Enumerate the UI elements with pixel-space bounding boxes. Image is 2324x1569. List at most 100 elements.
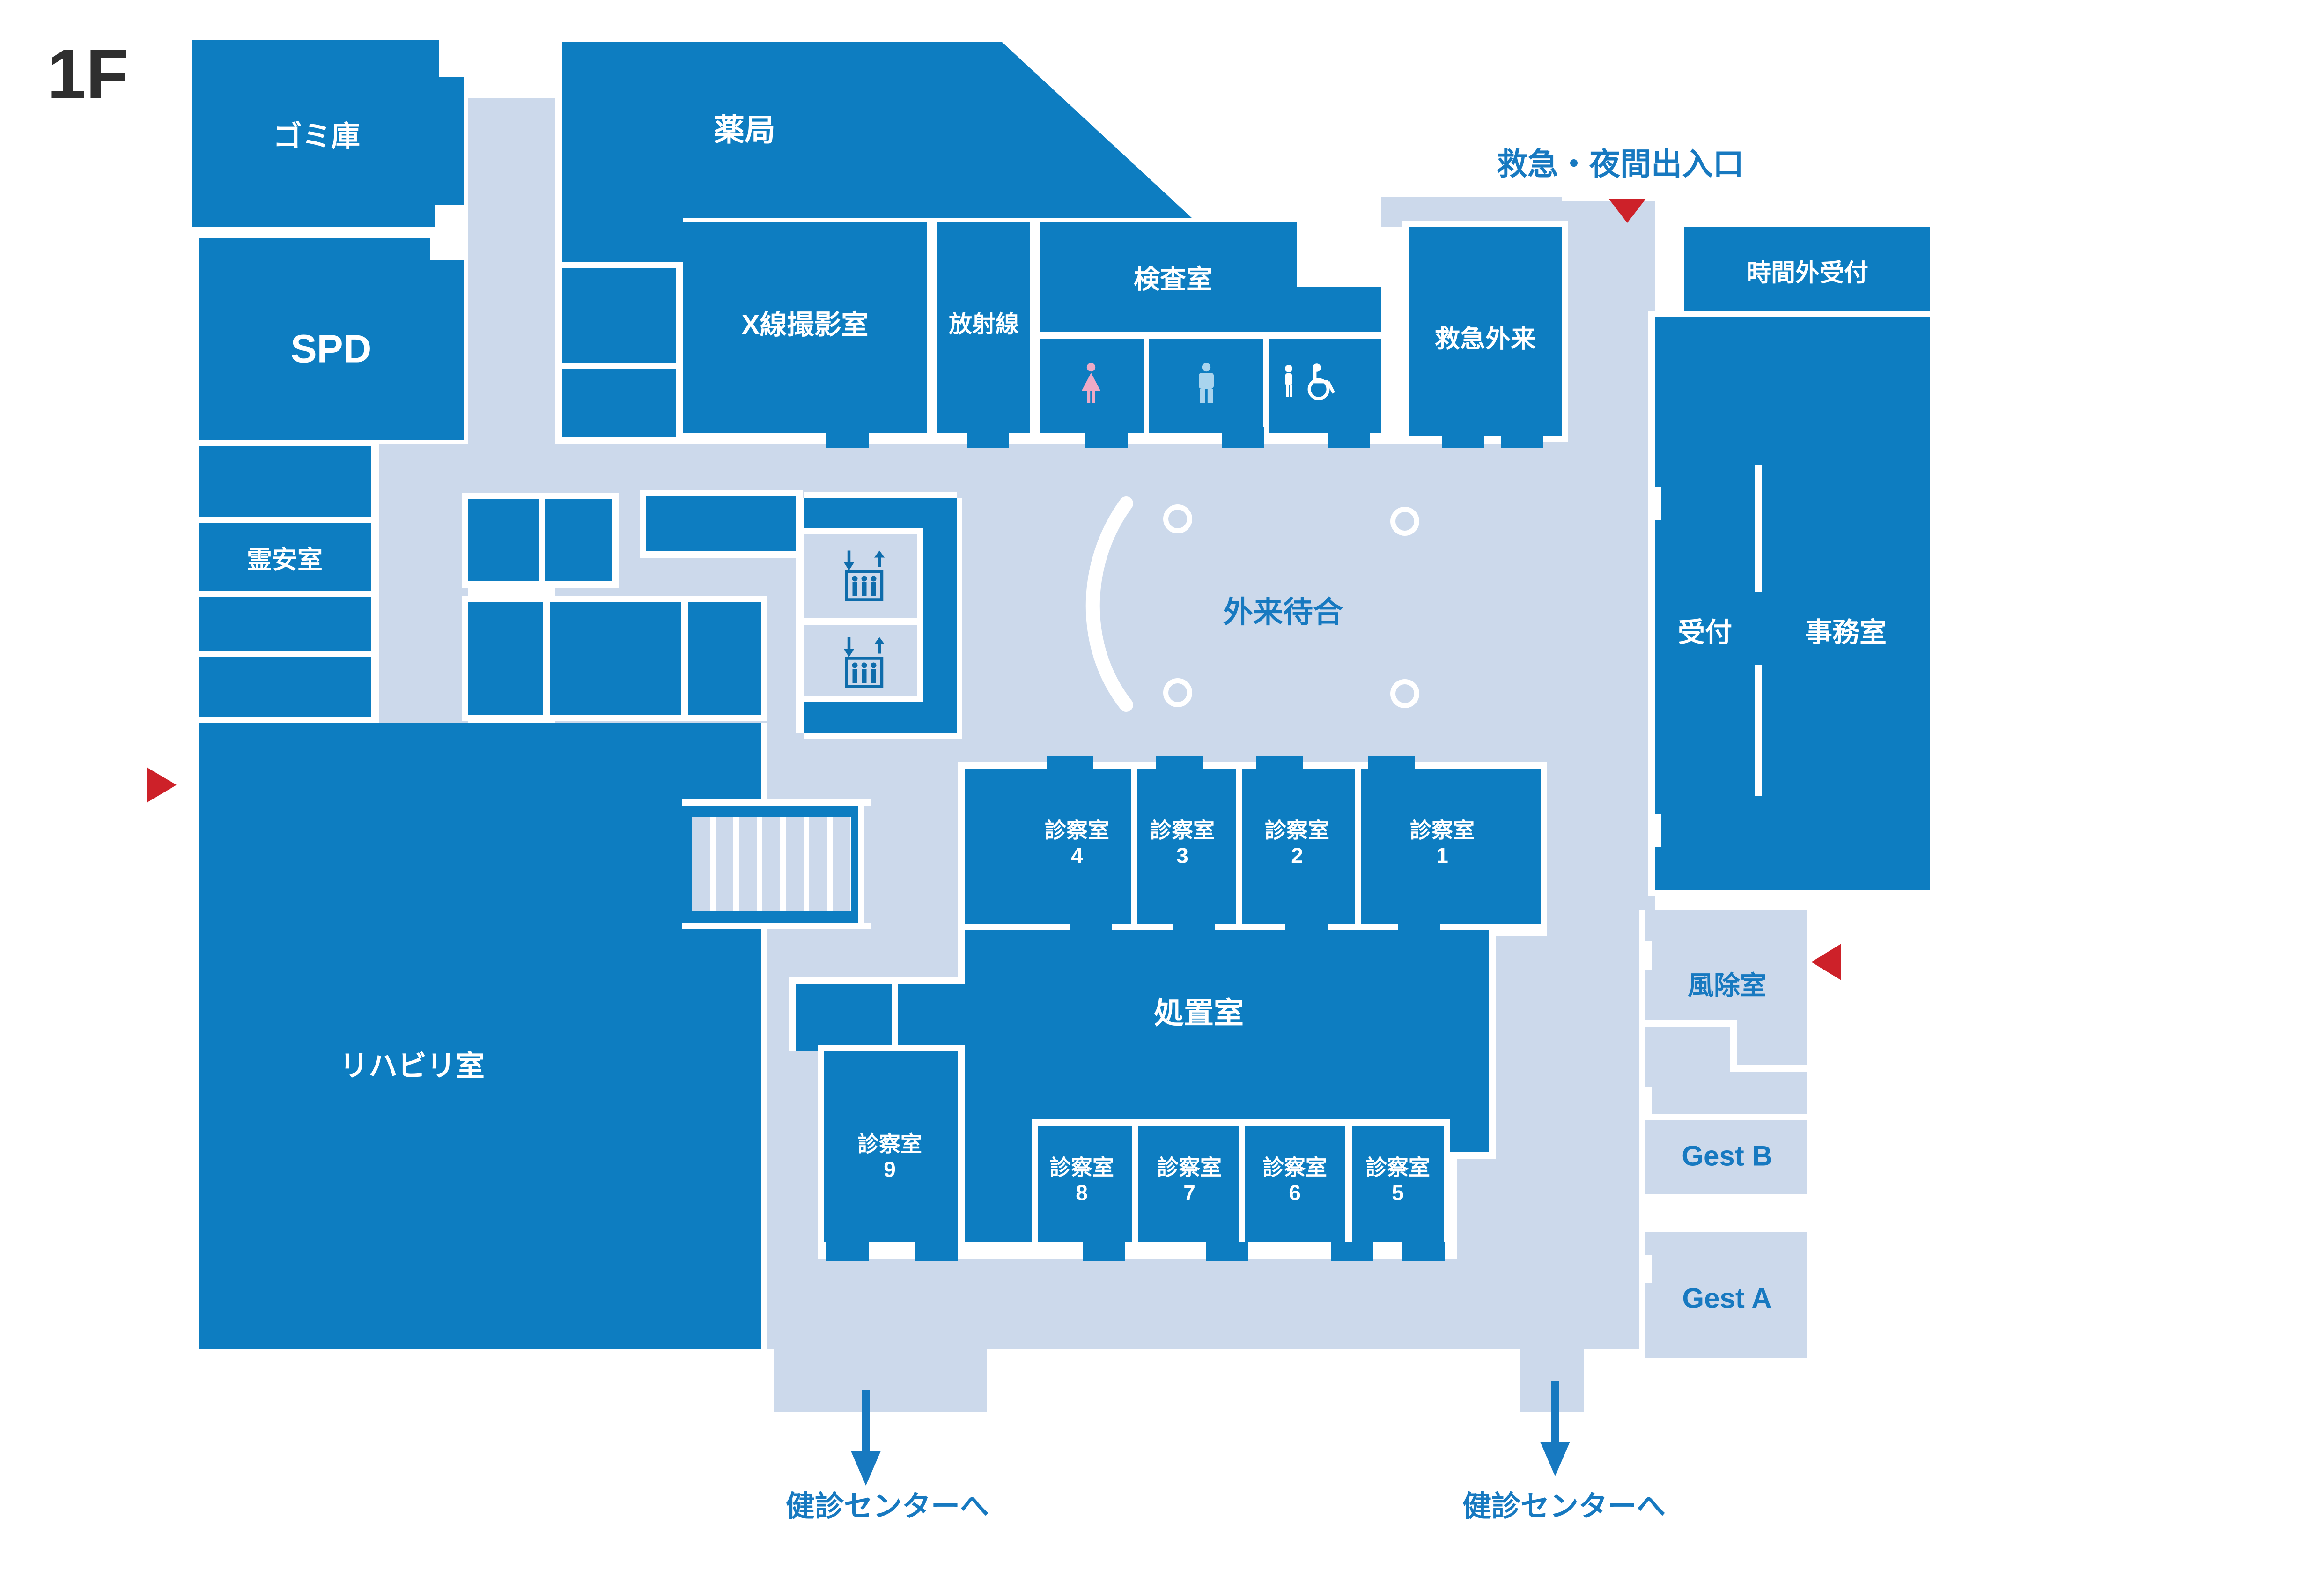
door-consult-4 [1047,756,1093,777]
wall [789,984,796,1051]
door-consult-7 [1206,1242,1248,1261]
door-consult-2b [1285,920,1328,934]
exit-arrow-right [1551,1381,1559,1443]
room-unlabeled-h [468,602,761,715]
corridor-right-of-treatment [1489,930,1541,1259]
label-gest-a: Gest A [1682,1282,1772,1314]
floor-title: 1F [47,35,129,113]
room-reception-office [1655,317,1930,890]
label-spd: SPD [290,326,372,371]
corridor-above-emergency [1381,197,1562,227]
wall-notch [1648,814,1661,847]
wall [957,498,962,739]
pillar-marker [1163,678,1192,707]
door-consult-2 [1256,756,1303,777]
label-mortuary: 霊安室 [247,546,323,574]
door-consult-3 [1156,756,1203,777]
label-gest-b: Gest B [1682,1140,1772,1172]
room-pharmacy-main [683,42,1002,218]
label-outpatient-waiting: 外来待合 [1223,595,1343,629]
wall [796,498,804,733]
consult-num: 6 [1289,1181,1301,1205]
exit-arrow-right-head [1540,1442,1570,1476]
wall [1730,1020,1737,1072]
door-toilet-male [1222,427,1264,448]
consult-word: 診察室 [1045,818,1109,843]
label-office: 事務室 [1805,617,1887,648]
wall [1489,936,1496,1159]
wall-notch [430,238,464,260]
door-consult-1b [1398,920,1440,934]
pillar-marker [1390,679,1419,708]
wall [1755,465,1762,592]
consult-num: 9 [884,1157,896,1182]
consult-num: 1 [1436,844,1448,868]
wall [1138,1119,1239,1126]
door-emergency-outpatient [1442,427,1484,448]
room-consult-9 [824,1051,958,1242]
consult-word: 診察室 [1262,1155,1327,1180]
consult-word: 診察室 [1265,818,1329,843]
wall [965,924,1541,930]
consult-word: 診察室 [1410,818,1475,843]
consult-word: 診察室 [1157,1155,1222,1180]
pillar-marker [1390,507,1419,536]
corridor-bottom-band [962,1259,1654,1349]
door-consult-8 [1083,1242,1125,1261]
label-radiology: 放射線 [949,311,1019,337]
exit-arrow-left-head [851,1451,881,1486]
door-consult-9 [826,1242,869,1261]
label-to-health-center-right: 健診センターへ [1462,1490,1666,1523]
door-emergency-outpatient [1501,427,1543,448]
wall [682,923,871,929]
wall [958,1045,965,1242]
wall-notch [1639,941,1652,970]
door-radiology [967,427,1009,448]
door-consult-1 [1368,756,1415,777]
door-consult-3b [1173,920,1215,934]
consult-word: 診察室 [1049,1155,1114,1180]
wall [1489,930,1547,936]
female-toilet-icon [1082,363,1100,403]
consult-word: 診察室 [857,1132,922,1156]
label-to-health-center-left: 健診センターへ [785,1490,989,1523]
wall [804,696,923,702]
exit-stub-left [774,1349,987,1412]
wall [1645,1194,1807,1232]
wall-notch [439,40,464,77]
consult-num: 8 [1076,1181,1088,1205]
wall [1132,1119,1138,1259]
wall [917,532,923,700]
wall [1755,665,1762,796]
wall-notch [1639,1087,1652,1115]
wall [804,528,923,534]
treatment-block-mid [965,930,1489,1152]
room-unlabeled-b [562,369,676,437]
label-consult-7: 診察室 7 [1157,1155,1222,1206]
consult-num: 5 [1392,1181,1404,1205]
wall [804,492,957,498]
label-laboratory: 検査室 [1134,264,1212,294]
waiting-arc [1085,496,1133,712]
label-consult-3: 診察室 3 [1150,818,1215,869]
wall-notch [1639,1255,1652,1283]
wall [892,984,898,1051]
wall [682,799,871,806]
gest-column-area [1645,910,1807,1358]
wall [818,1045,824,1242]
door-consult-6 [1331,1242,1373,1261]
wall [1352,1119,1444,1126]
label-consult-4: 診察室 4 [1045,818,1109,869]
wall [804,733,957,739]
elevator-icon [843,550,885,601]
wall [1236,769,1242,924]
wall [1131,769,1137,924]
label-reception: 受付 [1677,617,1733,648]
door-consult-9 [915,1242,958,1261]
exit-arrow-left [862,1390,870,1452]
entrance-arrow-icon [1608,199,1646,223]
wall [1032,1119,1038,1259]
consult-num: 3 [1176,844,1188,868]
label-consult-6: 診察室 6 [1262,1155,1327,1206]
wall [858,806,864,923]
